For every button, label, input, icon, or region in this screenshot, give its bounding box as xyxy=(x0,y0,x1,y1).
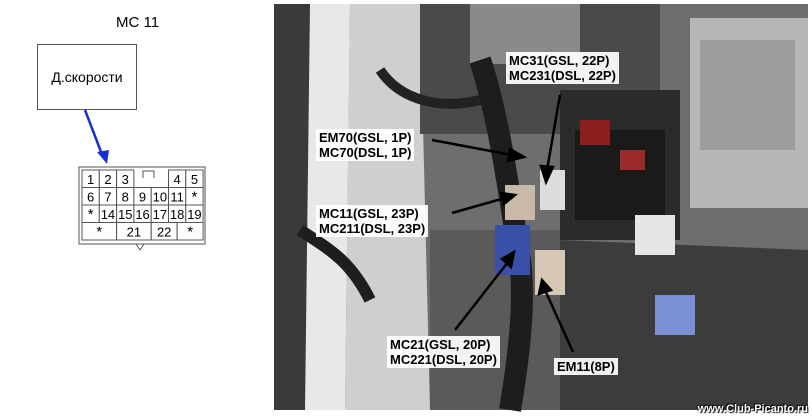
callout-mc11-line1: MC11(GSL, 23P) xyxy=(319,206,419,221)
pin-label: 18 xyxy=(170,207,184,222)
mc21-arrow xyxy=(454,261,509,331)
pin-label: * xyxy=(96,223,102,240)
pin-label: 1 xyxy=(87,172,94,187)
callout-em11-line1: EM11(8P) xyxy=(557,359,615,374)
callout-mc11-line2: MC211(DSL, 23P) xyxy=(319,221,426,236)
pin-label: 22 xyxy=(157,224,171,239)
speed-sensor-box: Д.скорости xyxy=(37,44,137,110)
callout-em70: EM70(GSL, 1P) MC70(DSL, 1P) xyxy=(316,129,415,161)
mc11-arrow xyxy=(451,196,506,215)
sensor-to-connector-arrow xyxy=(83,109,105,158)
callout-em11: EM11(8P) xyxy=(554,358,618,375)
pin-label: 11 xyxy=(170,189,184,204)
callout-mc31: MC31(GSL, 22P) MC231(DSL, 22P) xyxy=(506,52,619,84)
pin-label: 3 xyxy=(122,172,129,187)
engine-bay-photo xyxy=(274,4,808,412)
callout-mc21-line1: MC21(GSL, 20P) xyxy=(390,337,491,352)
connector-title: MC 11 xyxy=(116,14,160,31)
mc31-arrow xyxy=(545,94,562,171)
pin-label: 21 xyxy=(127,224,141,239)
pin-label: * xyxy=(187,223,193,240)
watermark: www.Club-Picanto.ru xyxy=(697,403,808,415)
callout-mc21: MC21(GSL, 20P) MC221(DSL, 20P) xyxy=(387,336,500,368)
callout-arrows xyxy=(431,94,575,353)
pin-label: 17 xyxy=(153,207,167,222)
callout-em70-line2: MC70(DSL, 1P) xyxy=(319,145,412,160)
pin-label: * xyxy=(88,206,94,223)
pin-label: 2 xyxy=(104,172,111,187)
em70-arrow xyxy=(431,138,513,157)
pin-label: 8 xyxy=(122,189,129,204)
pin-cell xyxy=(176,222,204,241)
pin-label: 7 xyxy=(104,189,111,204)
callout-mc11: MC11(GSL, 23P) MC211(DSL, 23P) xyxy=(316,205,429,237)
pin-label: 5 xyxy=(191,172,198,187)
callout-em70-line1: EM70(GSL, 1P) xyxy=(319,130,412,145)
callout-mc31-line2: MC231(DSL, 22P) xyxy=(509,68,616,83)
pin-label: 19 xyxy=(187,207,201,222)
arrow-head xyxy=(97,150,109,164)
pin-label: * xyxy=(192,188,198,205)
pin-label: 15 xyxy=(118,207,132,222)
pin-label: 4 xyxy=(174,172,181,187)
em11-arrow xyxy=(543,289,575,353)
pin-label: 9 xyxy=(139,189,146,204)
pin-label: 16 xyxy=(135,207,149,222)
callout-mc21-line2: MC221(DSL, 20P) xyxy=(390,352,497,367)
pin-label: 14 xyxy=(101,207,115,222)
pin-label: 10 xyxy=(153,189,167,204)
pin-label: 6 xyxy=(87,189,94,204)
speed-sensor-label: Д.скорости xyxy=(51,69,123,85)
callout-mc31-line1: MC31(GSL, 22P) xyxy=(509,53,610,68)
